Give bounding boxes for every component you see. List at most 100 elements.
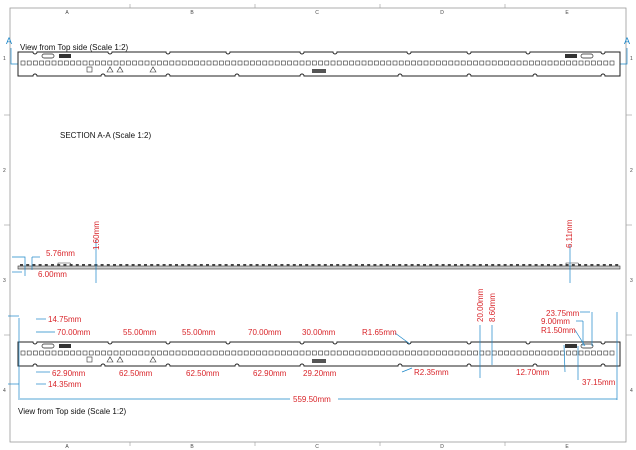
led: [349, 350, 354, 356]
logo: [312, 359, 326, 363]
led: [132, 60, 137, 66]
led: [88, 60, 94, 66]
led: [442, 350, 447, 356]
led: [57, 350, 63, 356]
led: [516, 350, 522, 356]
row-label: 4: [3, 388, 6, 394]
column-label: D: [440, 10, 444, 16]
column-label: B: [190, 444, 194, 450]
led: [591, 60, 596, 66]
led-section: [119, 264, 123, 266]
dim-37-15: 37.15mm: [582, 378, 616, 387]
dim-62-90-a: 62.90mm: [52, 369, 86, 378]
row-label: 2: [3, 168, 6, 174]
led-section: [435, 264, 439, 266]
section-view: 5.76mm 6.00mm 1.60mm 6.11mm: [12, 219, 621, 283]
led: [516, 60, 522, 66]
led: [206, 350, 212, 356]
led-section: [398, 264, 402, 266]
led: [194, 350, 199, 356]
led-section: [361, 264, 364, 266]
led: [138, 350, 144, 356]
led: [243, 60, 249, 66]
led-section: [305, 264, 309, 266]
led-section: [491, 264, 495, 266]
led: [219, 350, 224, 356]
led: [88, 350, 94, 356]
led: [45, 60, 51, 66]
led: [262, 60, 268, 66]
led-section: [373, 264, 377, 266]
dim-5-76: 5.76mm: [46, 249, 75, 258]
led: [479, 60, 485, 66]
led: [330, 350, 336, 356]
led: [181, 60, 187, 66]
led-section: [311, 264, 315, 266]
led: [467, 60, 472, 66]
led-section: [392, 264, 395, 266]
dim-r2-35: R2.35mm: [414, 368, 449, 377]
led: [398, 350, 404, 356]
led: [566, 350, 571, 356]
led: [460, 350, 466, 356]
led-strip-dimensioned-view: [17, 341, 621, 367]
led-section: [602, 264, 606, 266]
led-section: [559, 264, 563, 266]
led: [20, 350, 26, 356]
led-section: [82, 264, 85, 266]
led: [510, 350, 516, 356]
dim-6-11: 6.11mm: [565, 219, 574, 248]
led: [262, 350, 268, 356]
led-section: [44, 264, 48, 266]
led: [603, 350, 609, 356]
led-section: [299, 264, 302, 266]
led: [597, 350, 602, 356]
row-label: 4: [630, 388, 633, 394]
led: [82, 60, 88, 66]
led: [95, 60, 100, 66]
connector: [59, 344, 71, 348]
led-section: [181, 264, 185, 266]
led: [274, 350, 280, 356]
led: [423, 60, 429, 66]
led: [194, 60, 199, 66]
led: [126, 60, 131, 66]
led-section: [212, 264, 216, 266]
led: [225, 60, 230, 66]
led: [572, 60, 578, 66]
led: [386, 350, 392, 356]
led: [529, 350, 534, 356]
logo: [312, 69, 326, 73]
led: [225, 350, 230, 356]
dim-55-00-b: 55.00mm: [182, 328, 216, 337]
section-line-left: [10, 48, 20, 65]
led: [417, 350, 423, 356]
led: [560, 60, 565, 66]
section-line-right: [618, 48, 628, 65]
dim-62-50-b: 62.50mm: [186, 369, 220, 378]
led: [374, 60, 379, 66]
led-section: [113, 264, 116, 266]
led: [485, 60, 491, 66]
led: [603, 60, 609, 66]
led-section: [454, 264, 457, 266]
led: [318, 60, 323, 66]
column-label: A: [65, 444, 69, 450]
led: [107, 350, 113, 356]
dim-30-00: 30.00mm: [302, 328, 336, 337]
led-section: [410, 264, 414, 266]
column-label: C: [315, 10, 319, 16]
section-title: SECTION A-A (Scale 1:2): [60, 131, 151, 140]
led-section: [615, 264, 619, 266]
bottom-view-title: View from Top side (Scale 1:2): [18, 407, 127, 416]
led: [318, 350, 323, 356]
dim-23-75: 23.75mm: [546, 309, 580, 318]
led: [609, 350, 615, 356]
led-section: [516, 264, 519, 266]
led: [529, 60, 534, 66]
column-label: D: [440, 444, 444, 450]
led: [20, 60, 26, 66]
led: [374, 350, 379, 356]
led-section: [57, 264, 61, 266]
